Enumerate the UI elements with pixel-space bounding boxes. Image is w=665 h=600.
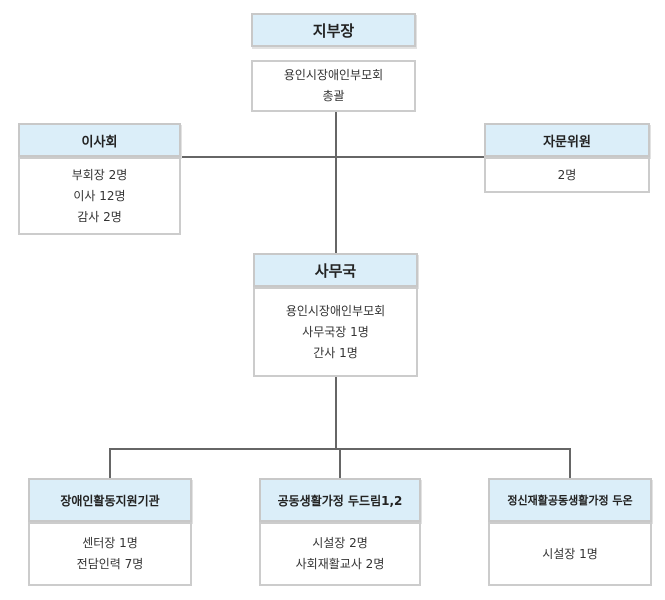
node-line: 센터장 1명: [82, 536, 138, 550]
node-line: 총괄: [322, 89, 345, 103]
node-advisor-title: 자문위원: [484, 123, 650, 157]
node-support-center-body: 센터장 1명 전담인력 7명: [28, 522, 192, 586]
node-line: 용인시장애인부모회: [283, 68, 384, 82]
node-line: 용인시장애인부모회: [285, 303, 386, 318]
node-support-center-title: 장애인활동지원기관: [28, 478, 192, 522]
node-group-home-title: 공동생활가정 두드림1,2: [259, 478, 421, 522]
node-board-title: 이사회: [18, 123, 181, 157]
node-advisor-body: 2명: [484, 157, 650, 193]
node-mental-rehab-home-body: 시설장 1명: [488, 522, 652, 586]
node-line: 사무국장 1명: [302, 324, 369, 339]
node-group-home-body: 시설장 2명 사회재활교사 2명: [259, 522, 421, 586]
node-line: 이사 12명: [73, 188, 126, 203]
node-branch-head-body: 용인시장애인부모회 총괄: [251, 60, 416, 112]
node-office-body: 용인시장애인부모회 사무국장 1명 간사 1명: [253, 287, 418, 377]
node-line: 시설장 1명: [542, 546, 598, 561]
node-line: 감사 2명: [77, 209, 122, 224]
node-line: 2명: [557, 167, 577, 182]
node-office-title: 사무국: [253, 253, 418, 287]
node-line: 전담인력 7명: [76, 557, 144, 571]
node-mental-rehab-home-title: 정신재활공동생활가정 두온: [488, 478, 652, 522]
node-line: 부회장 2명: [71, 167, 128, 182]
node-line: 사회재활교사 2명: [295, 557, 385, 571]
node-line: 간사 1명: [313, 345, 358, 360]
node-board-body: 부회장 2명 이사 12명 감사 2명: [18, 157, 181, 235]
node-branch-head-title: 지부장: [251, 13, 416, 47]
node-line: 시설장 2명: [312, 536, 368, 550]
